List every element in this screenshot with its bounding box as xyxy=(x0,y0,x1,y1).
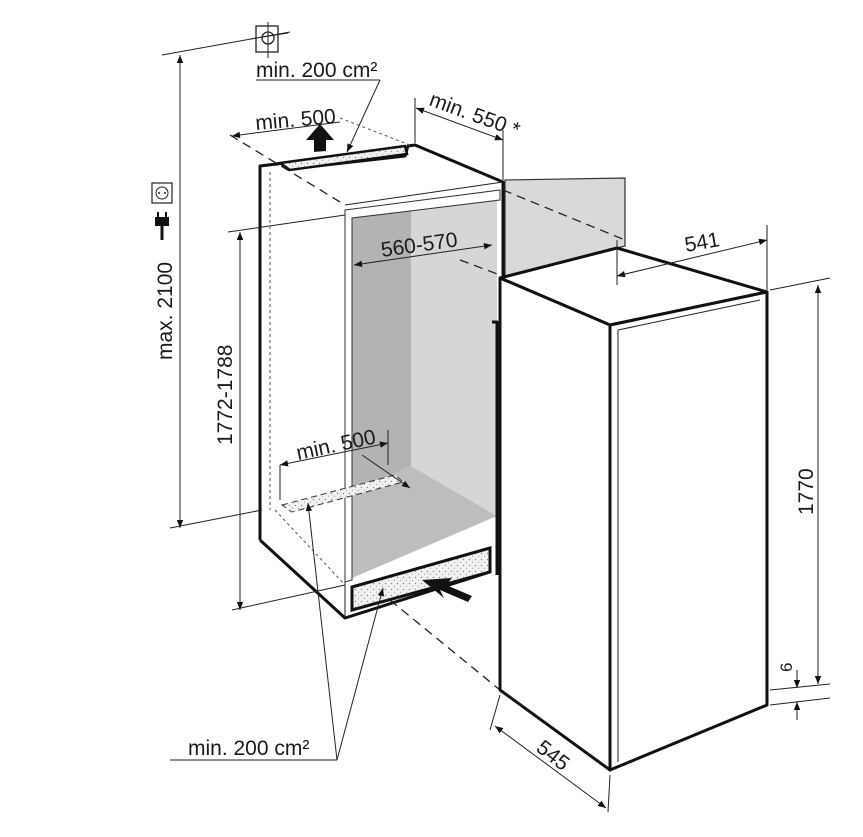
appliance xyxy=(498,246,769,772)
max-height-label: max. 2100 xyxy=(154,262,177,360)
niche-interior xyxy=(344,189,501,583)
appliance-depth-label: 545 xyxy=(532,736,574,776)
niche-cabinet xyxy=(258,143,505,620)
airflow-in-arrow xyxy=(422,578,472,602)
plug-icon xyxy=(155,212,169,240)
niche-height-label: 1772-1788 xyxy=(214,345,237,445)
appliance-height-label: 1770 xyxy=(795,468,818,515)
bottom-vent xyxy=(350,546,492,612)
top-vent xyxy=(276,144,409,172)
socket-icon xyxy=(151,182,173,204)
dimensions xyxy=(161,31,831,813)
bottom-rear-vent xyxy=(280,474,405,513)
depth-clearance-label: min. 550 * xyxy=(426,88,523,142)
water-connection-icon xyxy=(249,22,289,58)
bottom-vent-area-label: min. 200 cm² xyxy=(188,737,309,760)
airflow-up-arrow xyxy=(306,124,334,152)
base-gap-label: 6 xyxy=(777,663,796,672)
top-vent-area-label: min. 200 cm² xyxy=(256,59,377,82)
